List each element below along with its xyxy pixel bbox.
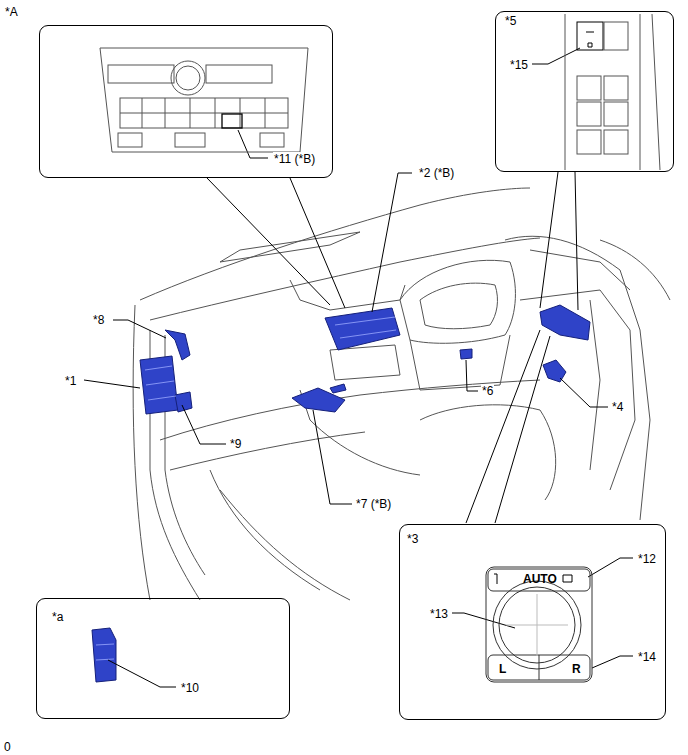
figure-id: 0: [3, 740, 12, 754]
callout-number: *2 (*B): [418, 166, 455, 180]
view-letter: *a: [51, 610, 64, 624]
callout-number: *11 (*B): [273, 152, 316, 166]
variant-inset: *a *10: [36, 598, 290, 719]
radio-inset: *11 (*B): [39, 25, 333, 178]
callout-number: *8: [92, 313, 105, 327]
callout-number: *4: [611, 400, 624, 414]
door-switch-inset: *5 *15: [495, 11, 674, 172]
mirror-switch-inset: *3 *12 *13 *14 AUTO L R: [399, 524, 666, 720]
callout-number: *13: [429, 607, 449, 621]
view-letter: *A: [4, 5, 19, 19]
switch-legend: AUTO: [522, 572, 558, 586]
callout-number: *6: [481, 384, 494, 398]
callout-number: *10: [180, 681, 200, 695]
callout-number: *1: [64, 374, 77, 388]
view-letter: *3: [406, 532, 419, 546]
switch-legend: R: [571, 662, 582, 676]
callout-number: *14: [637, 650, 657, 664]
view-letter: *5: [504, 14, 517, 28]
callout-number: *15: [509, 58, 529, 72]
callout-number: *12: [637, 552, 657, 566]
callout-number: *7 (*B): [355, 497, 392, 511]
switch-legend: L: [498, 662, 507, 676]
callout-number: *9: [229, 437, 242, 451]
